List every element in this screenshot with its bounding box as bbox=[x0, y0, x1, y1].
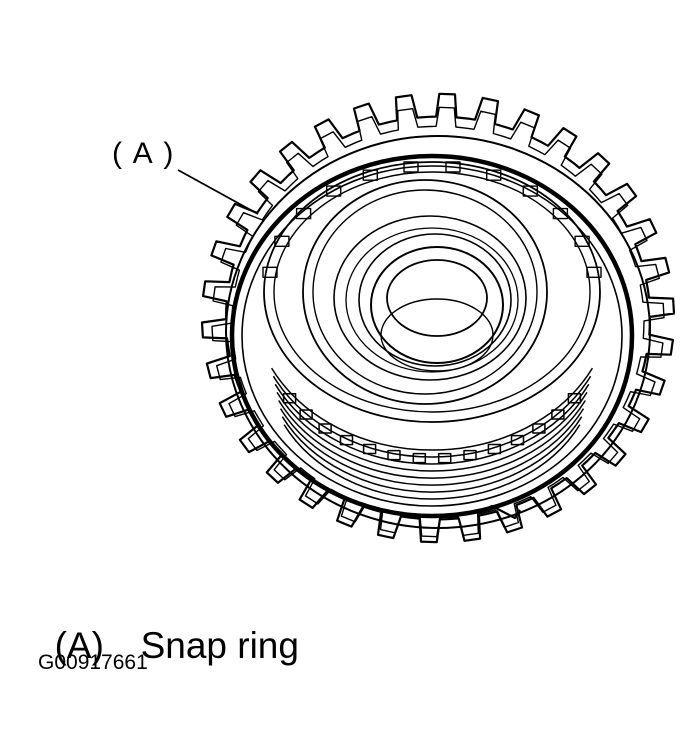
plate-notch bbox=[318, 423, 332, 434]
plate-notch bbox=[437, 452, 452, 464]
retainer-tab bbox=[522, 185, 538, 197]
plate-notch bbox=[282, 393, 297, 404]
retainer-tabs bbox=[262, 161, 602, 278]
retainer-tab bbox=[295, 207, 312, 220]
outer-spline-teeth bbox=[200, 92, 676, 544]
clutch-plate bbox=[278, 400, 586, 479]
callout-label-a: ( A ) bbox=[112, 137, 176, 170]
hub-bore-outer bbox=[370, 246, 504, 364]
plate-notch bbox=[567, 393, 582, 404]
piston-inner bbox=[312, 189, 538, 395]
plate-notch bbox=[412, 452, 427, 464]
callout-leader-line bbox=[177, 169, 259, 215]
plate-notch bbox=[299, 409, 313, 420]
plate-notch bbox=[387, 449, 401, 461]
plate-notch bbox=[510, 434, 525, 446]
plate-notch bbox=[362, 443, 377, 455]
snap-ring-inner bbox=[241, 165, 623, 507]
plate-notch bbox=[339, 434, 354, 446]
clutch-plate bbox=[279, 408, 585, 486]
clutch-plate bbox=[281, 416, 583, 493]
clutch-plate bbox=[270, 367, 594, 451]
spring-retainer-inner bbox=[345, 227, 519, 373]
plate-notch bbox=[532, 423, 546, 434]
hub-outer bbox=[358, 233, 512, 367]
retainer-tab bbox=[326, 185, 342, 197]
clutch-plate bbox=[272, 375, 592, 458]
retainer-tab bbox=[552, 207, 569, 220]
clutch-plate-stack bbox=[270, 367, 594, 500]
clutch-plate bbox=[283, 424, 581, 500]
hub-bore-inner bbox=[386, 259, 488, 337]
snap-ring-gap bbox=[479, 504, 521, 520]
retainer-ring bbox=[263, 161, 601, 423]
clutch-plate bbox=[274, 383, 590, 465]
drum-rim-outer bbox=[225, 135, 651, 529]
spring-retainer bbox=[333, 215, 527, 381]
hub-bore-edge bbox=[380, 298, 494, 372]
legend-item: (A) Snap ring bbox=[34, 583, 299, 667]
retainer-tab bbox=[362, 169, 378, 181]
piston-outer bbox=[302, 179, 548, 405]
retainer-tab bbox=[486, 169, 502, 181]
plate-notch bbox=[487, 443, 502, 455]
clutch-plate bbox=[276, 392, 588, 472]
retainer-ring-inner bbox=[273, 171, 591, 413]
retainer-tab bbox=[586, 266, 602, 278]
retainer-tab bbox=[445, 161, 461, 173]
retainer-tab bbox=[574, 235, 590, 248]
plate-notch bbox=[551, 409, 565, 420]
figure-id: G00917661 bbox=[38, 651, 148, 674]
legend-label: Snap ring bbox=[140, 625, 299, 666]
snap-ring bbox=[229, 153, 635, 519]
retainer-tab bbox=[403, 161, 419, 173]
retainer-tab bbox=[262, 266, 278, 278]
legend-key: (A) bbox=[54, 625, 104, 666]
plate-notch bbox=[463, 449, 477, 461]
retainer-tab bbox=[274, 235, 290, 248]
